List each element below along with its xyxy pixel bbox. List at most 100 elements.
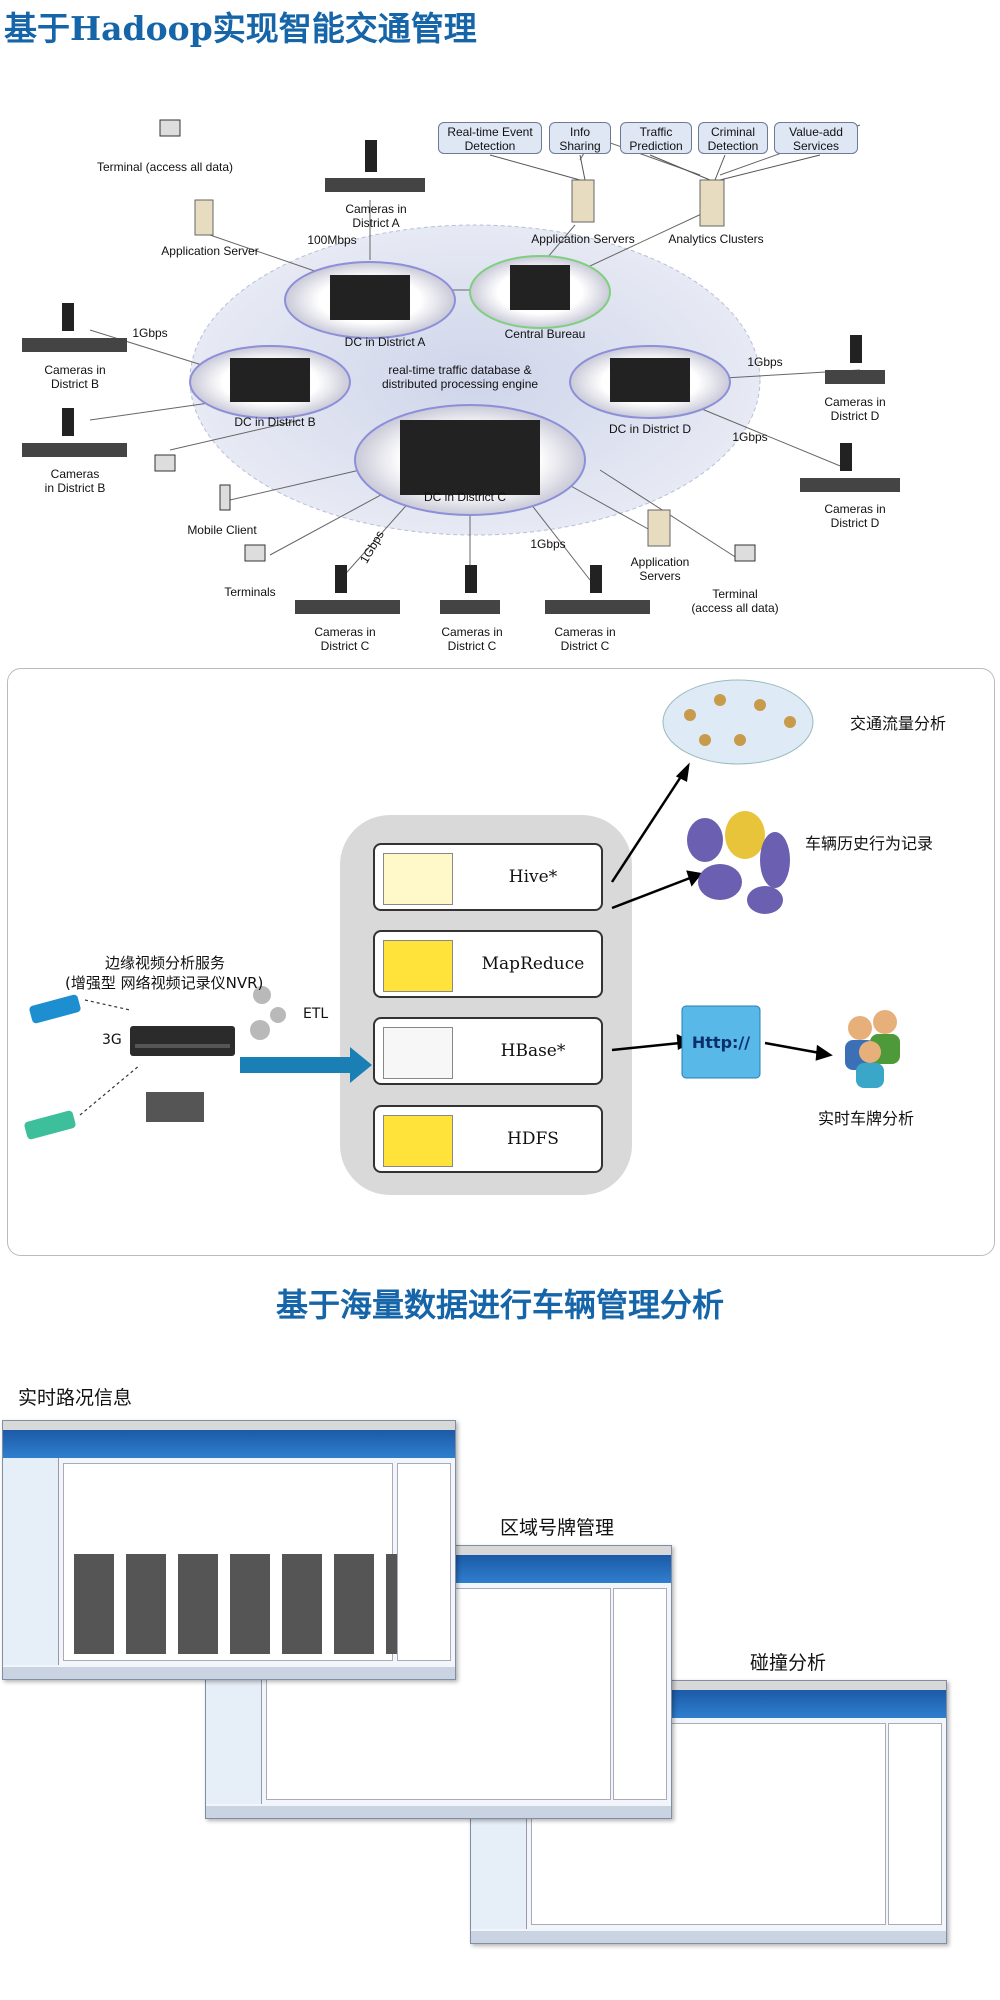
label-engine: real-time traffic database & distributed… (381, 363, 539, 391)
central-bureau-cloud (469, 255, 611, 329)
gear-icon (250, 986, 286, 1040)
dc-district-a-cloud (284, 261, 456, 339)
stack-hbase: HBase* (373, 1017, 603, 1085)
nvr-label: (增强型 网络视频记录仪NVR) (65, 974, 264, 992)
traffic-flow-label: 交通流量分析 (850, 714, 947, 733)
hadoop-elephant-icon (383, 940, 453, 992)
label-terminal-c: Terminal (access all data) (691, 587, 779, 615)
label-dc-b: DC in District B (234, 415, 316, 429)
label-cameras-d2: Cameras in District D (824, 502, 886, 530)
hive-logo-icon (383, 853, 453, 905)
label-cameras-a: Cameras in District A (345, 202, 407, 230)
app-servers-c-icon (647, 509, 671, 547)
camera-tower-d1-icon (850, 335, 862, 363)
etl-label: ETL (303, 1006, 329, 1022)
label-dc-a: DC in District A (344, 335, 426, 349)
traffic-flow-icon (662, 679, 814, 765)
label-cameras-d1: Cameras in District D (824, 395, 886, 423)
analytics-cluster-icon (699, 179, 725, 227)
etl-arrow (240, 1047, 372, 1083)
dc-district-b-cloud (189, 345, 351, 419)
camera-blue-icon (29, 994, 81, 1024)
stack-hdfs: HDFS (373, 1105, 603, 1173)
label-analytics: Analytics Clusters (668, 232, 764, 246)
screen-plates-label: 区域号牌管理 (500, 1517, 615, 1539)
network-diagram (22, 119, 900, 614)
service-criminal-detection: Criminal Detection (698, 122, 768, 154)
people-icon (845, 1010, 900, 1088)
label-dc-d: DC in District D (608, 422, 692, 436)
vehicle-history-icon (687, 811, 790, 914)
app-servers-icon (571, 179, 595, 223)
camera-row-c1-icon (295, 600, 400, 614)
service-info-sharing: Info Sharing (549, 122, 611, 154)
service-traffic-prediction: Traffic Prediction (620, 122, 692, 154)
camera-row-a-icon (325, 178, 425, 192)
plate-analysis-label: 实时车牌分析 (818, 1109, 915, 1128)
dc-district-c-cloud (354, 404, 586, 516)
camera-row-c3-icon (545, 600, 650, 614)
label-cameras-c2: Cameras in District C (441, 625, 503, 653)
app-server-icon (194, 199, 214, 236)
label-app-servers-c: Application Servers (630, 555, 690, 583)
label-central: Central Bureau (504, 327, 586, 341)
stack-mapreduce: MapReduce (373, 930, 603, 998)
label-speed-100: 100Mbps (307, 233, 357, 247)
label-terminals: Terminals (224, 585, 276, 599)
screen-collision-label: 碰撞分析 (750, 1652, 827, 1674)
camera-tower-b2-icon (62, 408, 74, 436)
label-cameras-c3: Cameras in District C (554, 625, 616, 653)
label-cameras-c1: Cameras in District C (314, 625, 376, 653)
camera-tower-d2-icon (840, 443, 852, 471)
architecture-panel (7, 668, 995, 1256)
http-icon-text: Http:// (692, 1033, 750, 1052)
label-speed-1g-b: 1Gbps (132, 326, 168, 340)
hadoop-elephant-icon (383, 1115, 453, 1167)
camera-tower-c2-icon (465, 565, 477, 593)
link-3g-label: 3G (102, 1032, 122, 1048)
camera-tower-c3-icon (590, 565, 602, 593)
label-mobile: Mobile Client (187, 523, 257, 537)
storage-server-icon (146, 1092, 204, 1122)
label-dc-c: DC in District C (423, 490, 507, 504)
label-speed-1g-d2: 1Gbps (732, 430, 768, 444)
terminals-icon (244, 544, 266, 562)
stack-hive-label: Hive* (508, 867, 558, 887)
mobile-client-icon (219, 484, 231, 511)
service-value-add: Value-add Services (774, 122, 858, 154)
camera-row-c2-icon (440, 600, 500, 614)
section2-title: 基于海量数据进行车辆管理分析 (275, 1286, 724, 1324)
camera-row-b1-icon (22, 338, 127, 352)
label-cameras-b1: Cameras in District B (44, 363, 106, 391)
edge-service-label: 边缘视频分析服务 (105, 954, 226, 972)
camera-tower-c1-icon (335, 565, 347, 593)
service-realtime-event: Real-time Event Detection (438, 122, 542, 154)
hbase-logo-icon (383, 1027, 453, 1079)
stack-hive: Hive* (373, 843, 603, 911)
camera-row-d1-icon (825, 370, 885, 384)
page-title: 基于Hadoop实现智能交通管理 (4, 9, 477, 48)
nvr-device-icon (130, 1026, 235, 1056)
screenshot-realtime (2, 1420, 456, 1680)
label-terminal-top: Terminal (access all data) (96, 160, 234, 174)
stack-hdfs-label: HDFS (507, 1129, 559, 1149)
camera-tower-b1-icon (62, 303, 74, 331)
vehicle-history-label: 车辆历史行为记录 (805, 834, 934, 853)
camera-green-icon (24, 1110, 76, 1140)
stack-hbase-label: HBase* (500, 1041, 566, 1061)
terminal-b-icon (154, 454, 176, 472)
dc-district-d-cloud (569, 345, 731, 419)
screen-realtime-label: 实时路况信息 (18, 1387, 133, 1409)
label-app-servers: Application Servers (531, 232, 635, 246)
camera-row-b2-icon (22, 443, 127, 457)
label-app-server: Application Server (161, 244, 259, 258)
terminal-c-icon (734, 544, 756, 562)
label-speed-1g-d1: 1Gbps (747, 355, 783, 369)
camera-row-d2-icon (800, 478, 900, 492)
label-cameras-b2: Cameras in District B (44, 467, 106, 495)
http-icon (681, 1005, 761, 1079)
stack-mapreduce-label: MapReduce (481, 954, 585, 974)
camera-tower-a-icon (365, 140, 377, 172)
terminal-top-icon (159, 119, 181, 137)
label-speed-1g-c2: 1Gbps (530, 537, 566, 551)
